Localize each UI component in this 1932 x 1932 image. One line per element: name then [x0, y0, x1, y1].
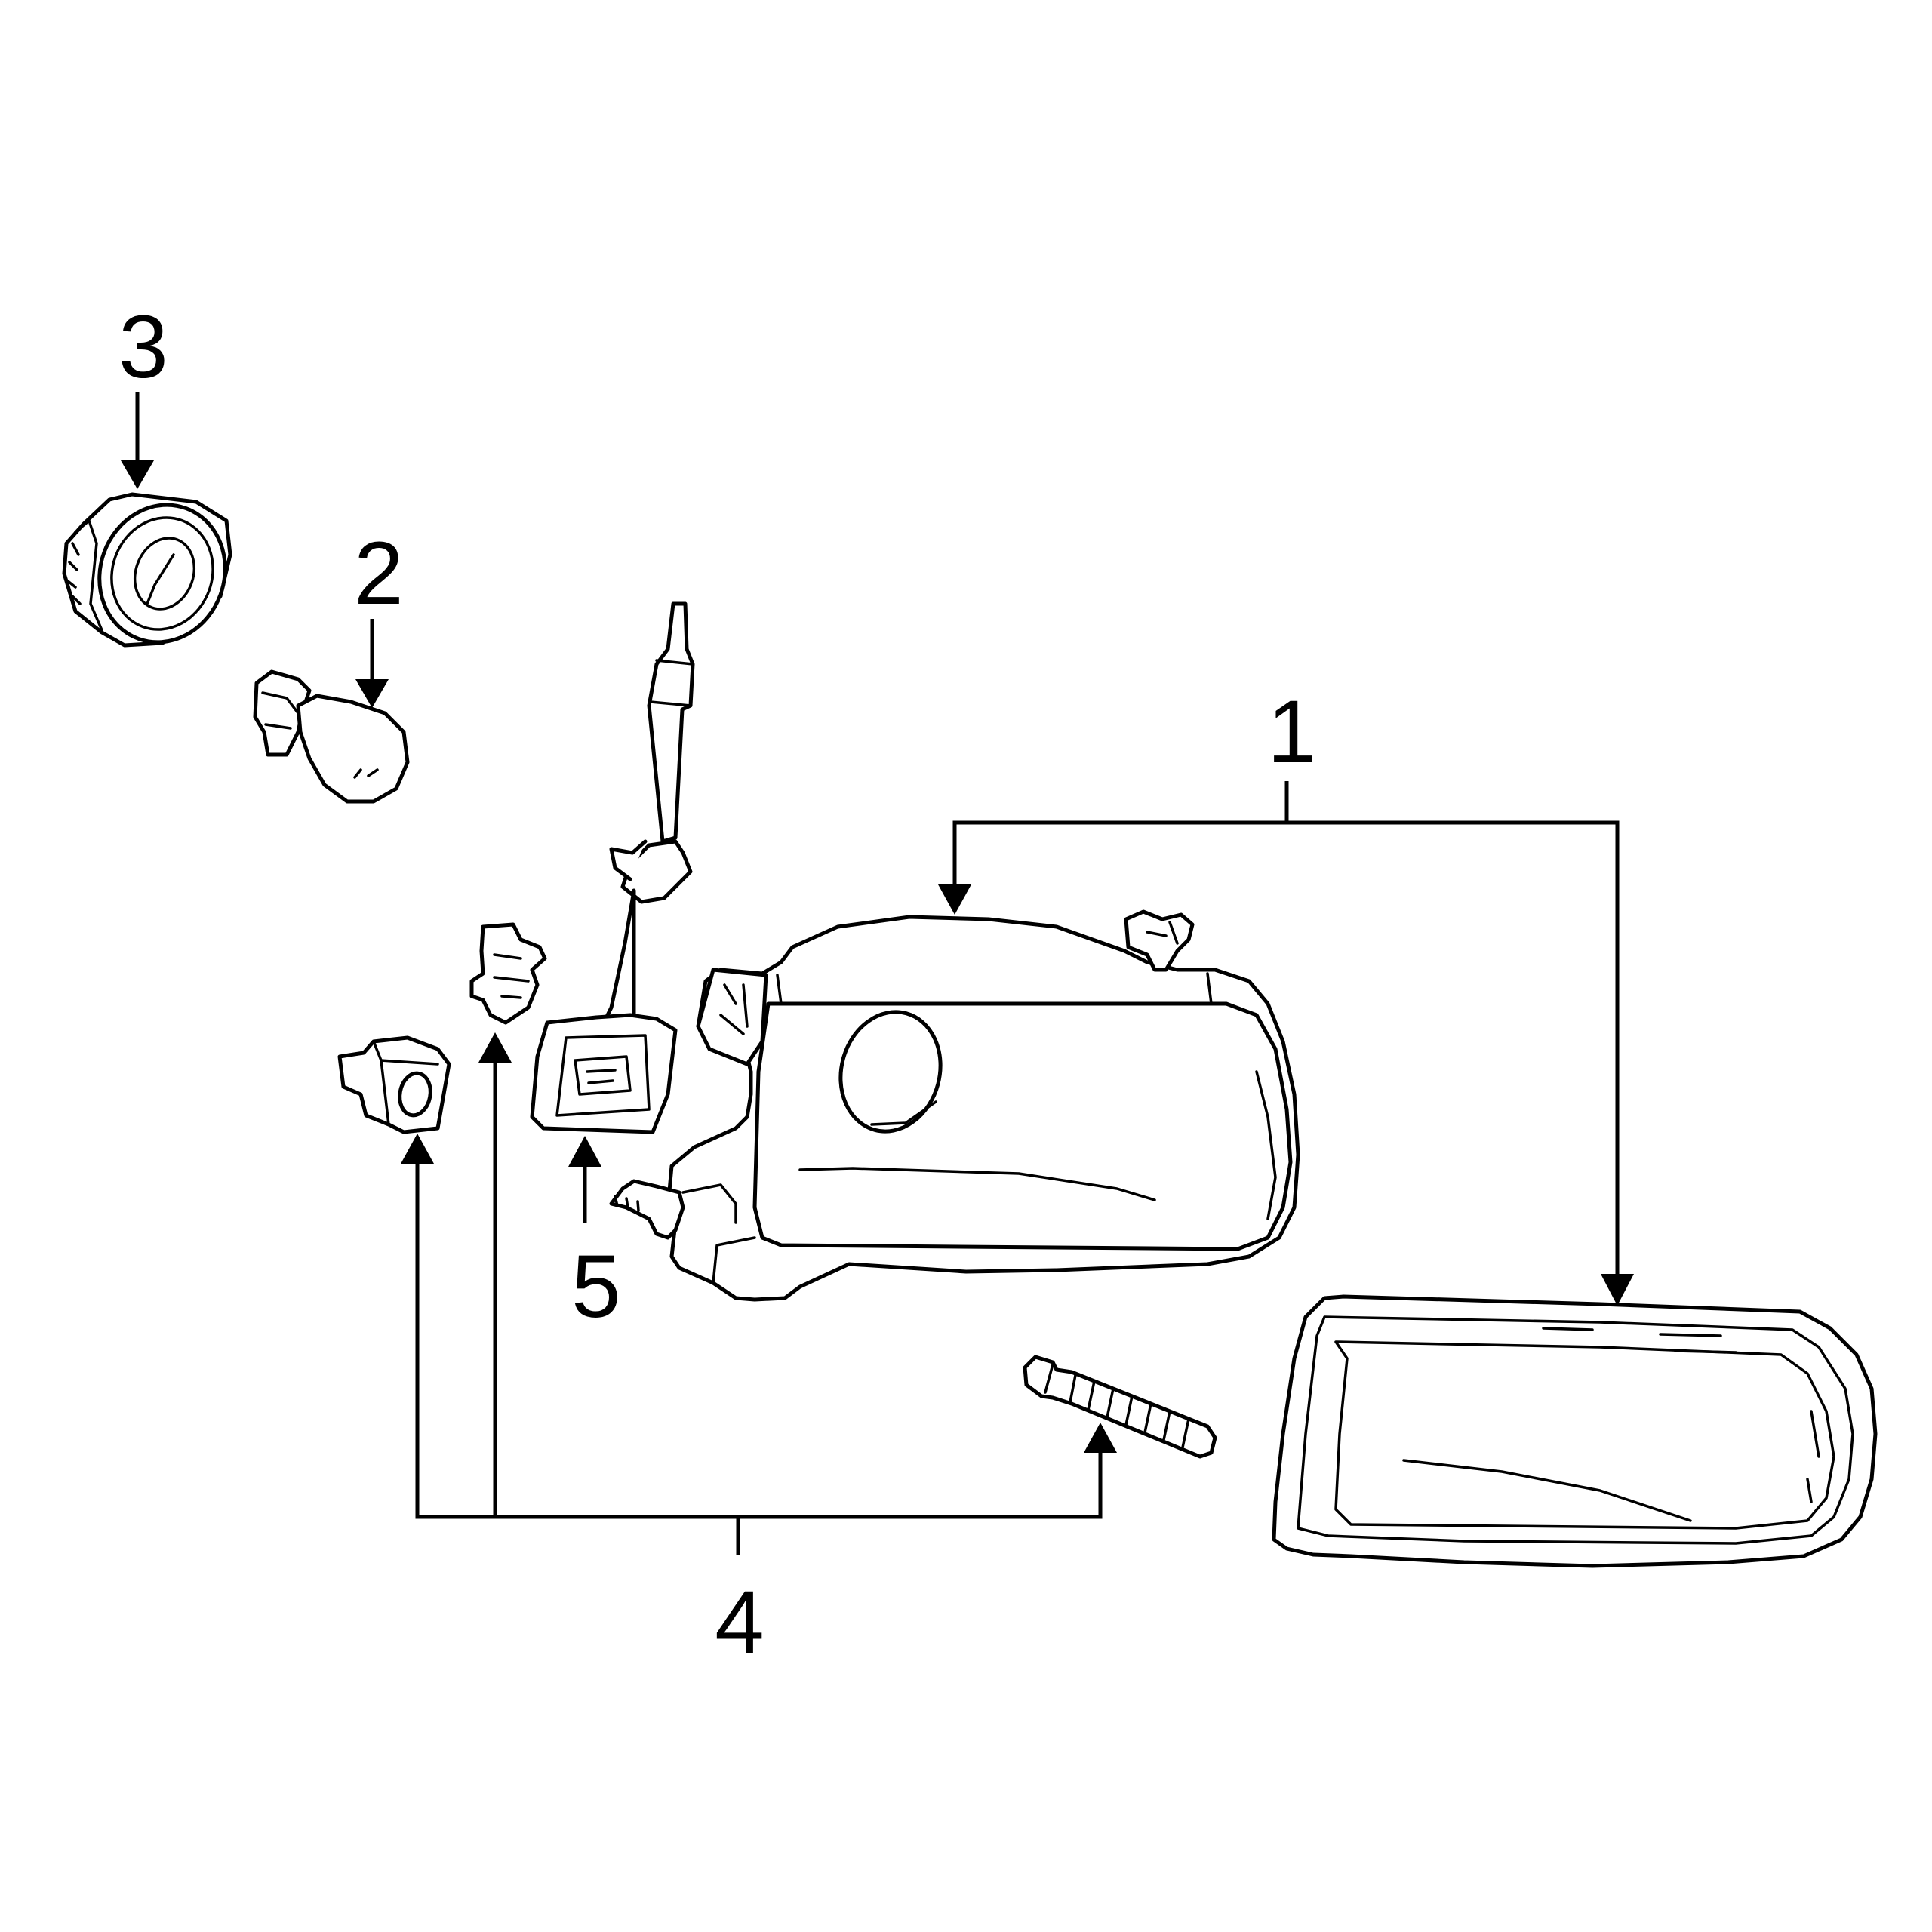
stud-part-4 — [1023, 1355, 1217, 1459]
headlamp-lens-part-1 — [1272, 1294, 1878, 1568]
callout-number-4: 4 — [715, 1573, 764, 1672]
callout-2-leader — [355, 619, 389, 708]
clip-part-4-upper — [469, 922, 547, 1025]
adjuster-part-5 — [530, 601, 695, 1134]
callout-number-2: 2 — [354, 524, 404, 623]
callout-5-leader — [568, 1136, 601, 1223]
bulb-socket-part-3 — [62, 492, 232, 648]
callout-number-1: 1 — [1267, 682, 1317, 782]
callout-number-5: 5 — [571, 1237, 621, 1337]
callout-1-leader — [938, 781, 1634, 1306]
socket-connector-part-4 — [337, 1035, 451, 1134]
wedge-bulb-part-2 — [253, 669, 410, 804]
callout-number-3: 3 — [118, 297, 168, 397]
headlamp-housing-part-1 — [609, 909, 1300, 1302]
callout-3-leader — [121, 392, 154, 489]
callout-4-leader — [401, 1032, 1117, 1555]
